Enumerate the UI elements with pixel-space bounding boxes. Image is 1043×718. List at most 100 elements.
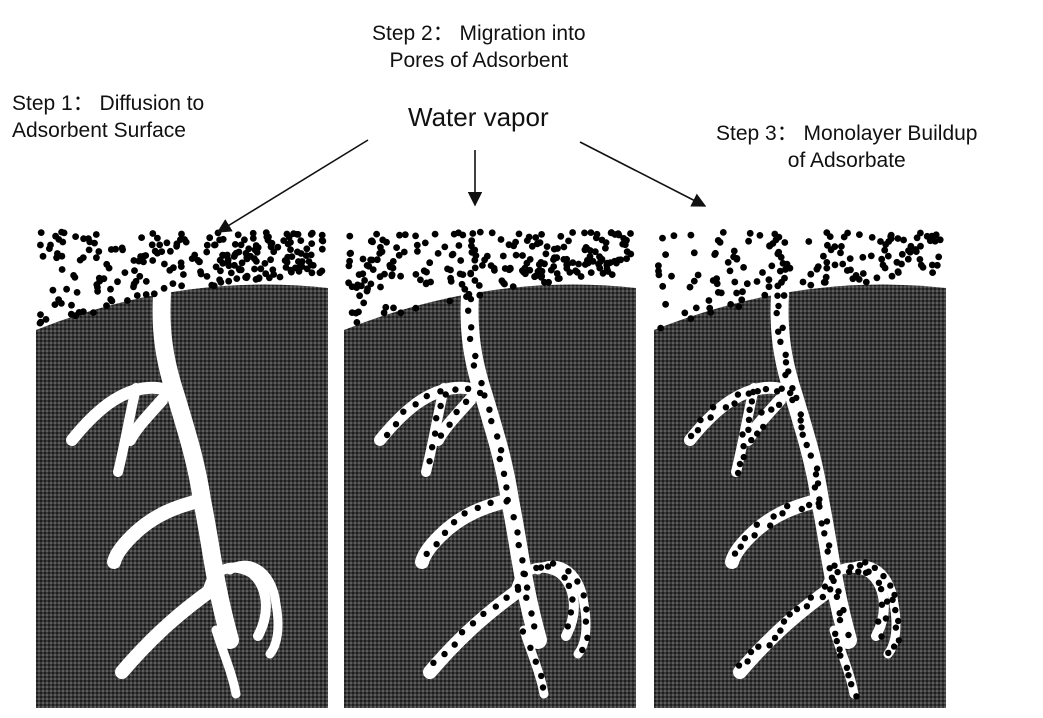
vapor-molecule [627,251,634,258]
vapor-molecule [834,569,840,575]
vapor-molecule [819,520,825,526]
vapor-molecule [575,261,582,268]
vapor-molecule [738,296,745,303]
vapor-molecule [892,607,898,613]
vapor-molecule [800,279,807,286]
vapor-molecule [766,642,772,648]
vapor-molecule [740,443,746,449]
vapor-molecule [538,564,544,570]
vapor-molecule [859,254,866,261]
vapor-molecule [77,257,84,264]
vapor-molecule [761,292,768,299]
vapor-molecule [565,623,571,629]
vapor-molecule [748,649,754,655]
vapor-molecule [101,275,108,282]
vapor-molecule [515,584,521,590]
vapor-molecule [748,437,754,443]
vapor-molecule [122,269,129,276]
vapor-molecule [389,271,396,278]
vapor-molecule [74,289,81,296]
vapor-molecule [697,417,703,423]
vapor-molecule [424,551,430,557]
vapor-molecule [413,271,420,278]
vapor-molecule [493,603,499,609]
vapor-molecule [691,278,698,285]
vapor-molecule [895,235,902,242]
vapor-molecule [781,618,787,624]
vapor-molecule [538,673,544,679]
vapor-molecule [107,286,114,293]
vapor-molecule [484,253,491,260]
vapor-molecule [235,231,242,238]
vapor-molecule [510,283,517,290]
vapor-molecule [798,411,804,417]
vapor-molecule [228,270,235,277]
vapor-molecule [167,248,174,255]
vapor-molecule [822,279,829,286]
vapor-molecule [804,603,810,609]
vapor-molecule [725,259,732,266]
vapor-molecule [754,522,760,528]
vapor-molecule [463,399,469,405]
vapor-molecule [61,230,68,237]
vapor-molecule [470,620,476,626]
vapor-molecule [453,409,459,415]
vapor-molecule [706,297,713,304]
vapor-molecule [472,265,479,272]
vapor-molecule [847,255,854,262]
vapor-molecule [723,404,729,410]
vapor-molecule [516,542,522,548]
vapor-molecule [775,329,781,335]
vapor-molecule [550,560,556,566]
vapor-molecule [875,618,881,624]
vapor-molecule [574,578,580,584]
vapor-molecule [900,237,907,244]
vapor-molecule [718,290,725,297]
vapor-molecule [527,256,534,263]
vapor-molecule [588,229,595,236]
vapor-molecule [856,276,863,283]
vapor-molecule [277,274,284,281]
vapor-molecule [767,522,773,528]
vapor-molecule [55,236,62,243]
vapor-molecule [584,257,591,264]
step-2-subtitle: Pores of Adsorbent [372,47,586,74]
vapor-molecule [799,506,805,512]
vapor-molecule [693,305,700,312]
vapor-molecule [855,569,861,575]
vapor-molecule [433,415,439,421]
vapor-molecule [480,611,486,617]
vapor-molecule [603,239,610,246]
vapor-molecule [687,284,694,291]
vapor-molecule [427,279,434,286]
vapor-molecule [520,571,526,577]
vapor-molecule [503,595,509,601]
vapor-molecule [735,303,742,310]
vapor-molecule [400,409,406,415]
vapor-molecule [250,235,257,242]
vapor-molecule [472,277,479,284]
vapor-molecule [519,557,525,563]
vapor-molecule [452,641,458,647]
vapor-molecule [303,245,310,252]
vapor-molecule [878,586,884,592]
adsorbent-panel-step-3 [654,229,946,708]
vapor-molecule [565,568,571,574]
vapor-molecule [471,362,477,368]
vapor-molecule [191,252,198,259]
vapor-molecule [707,309,714,316]
vapor-molecule [225,278,232,285]
arrow-to-step-1 [218,140,368,232]
vapor-molecule [877,238,884,245]
vapor-molecule [751,532,757,538]
vapor-molecule [402,231,409,238]
vapor-molecule [529,243,536,250]
vapor-molecule [151,290,158,297]
vapor-molecule [837,652,843,658]
vapor-molecule [443,391,449,397]
vapor-molecule [881,247,888,254]
vapor-molecule [808,452,814,458]
vapor-molecule [397,309,404,316]
vapor-molecule [750,389,756,395]
